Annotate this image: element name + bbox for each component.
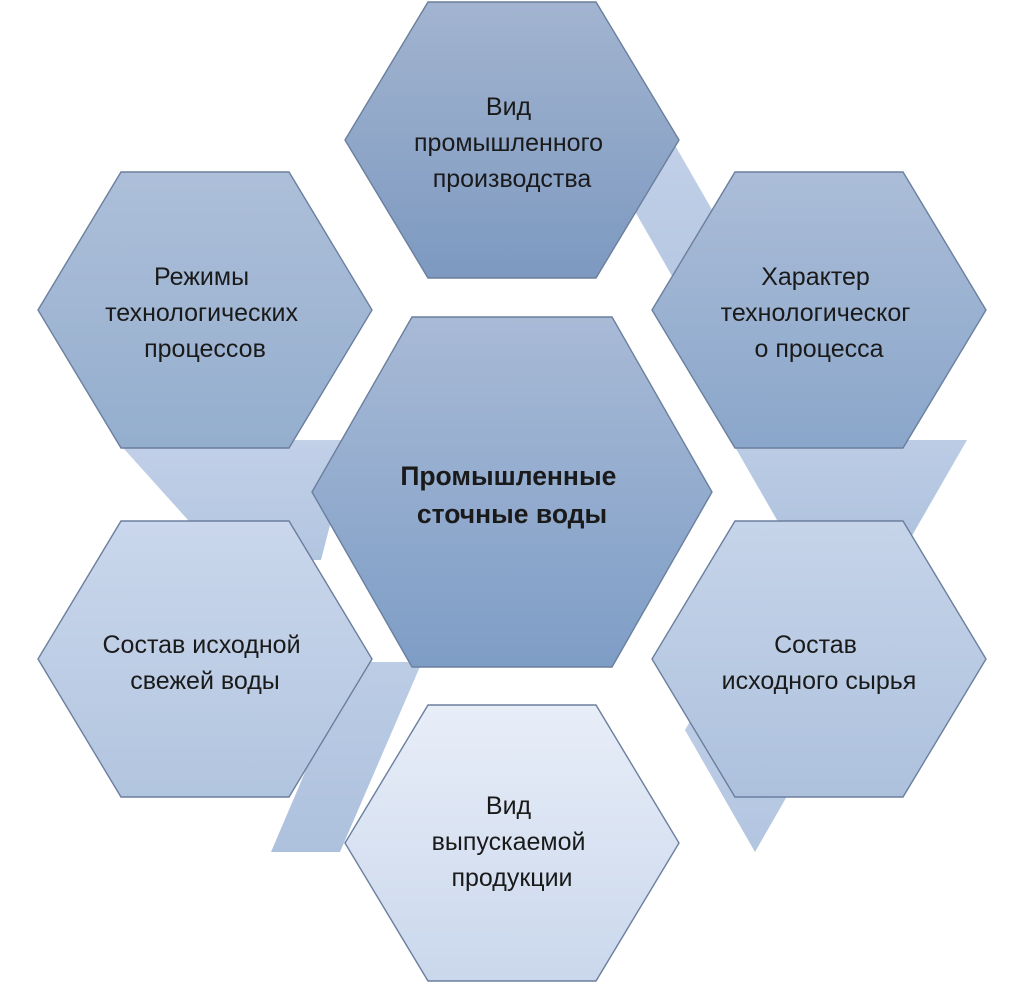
hexagon-center[interactable]: Промышленные сточные воды: [311, 316, 713, 668]
hexagon-left-lower-shape[interactable]: [37, 520, 373, 798]
hexagon-left-upper-label: Режимы технологических процессов: [105, 263, 305, 363]
hexagon-right-lower[interactable]: Состав исходного сырья: [651, 520, 987, 798]
hexagon-left-lower-label: Состав исходной свежей воды: [102, 631, 307, 695]
hexagon-right-upper-shape[interactable]: [651, 171, 987, 449]
hexagon-left-upper-shape[interactable]: [37, 171, 373, 449]
hexagon-right-lower-shape[interactable]: [651, 520, 987, 798]
hexagon-left-lower[interactable]: Состав исходной свежей воды: [37, 520, 373, 798]
hexagon-right-upper-label: Характер технологическог о процесса: [721, 263, 918, 363]
hexagon-bottom[interactable]: Вид выпускаемой продукции: [344, 704, 680, 982]
hexagon-right-lower-label: Состав исходного сырья: [722, 631, 917, 695]
hexagon-bottom-shape[interactable]: [344, 704, 680, 982]
hexagon-center-shape[interactable]: [311, 316, 713, 668]
hexagon-bottom-label: Вид выпускаемой продукции: [432, 792, 593, 892]
hexagon-top-label: Вид промышленного производства: [414, 93, 610, 193]
hexagon-center-label: Промышленные сточные воды: [400, 461, 623, 529]
hexagon-top-shape[interactable]: [344, 1, 680, 279]
hexagon-top[interactable]: Вид промышленного производства: [344, 1, 680, 279]
connector-bottom-left: [271, 662, 422, 852]
hexagon-left-upper[interactable]: Режимы технологических процессов: [37, 171, 373, 449]
hexagon-right-upper[interactable]: Характер технологическог о процесса: [651, 171, 987, 449]
